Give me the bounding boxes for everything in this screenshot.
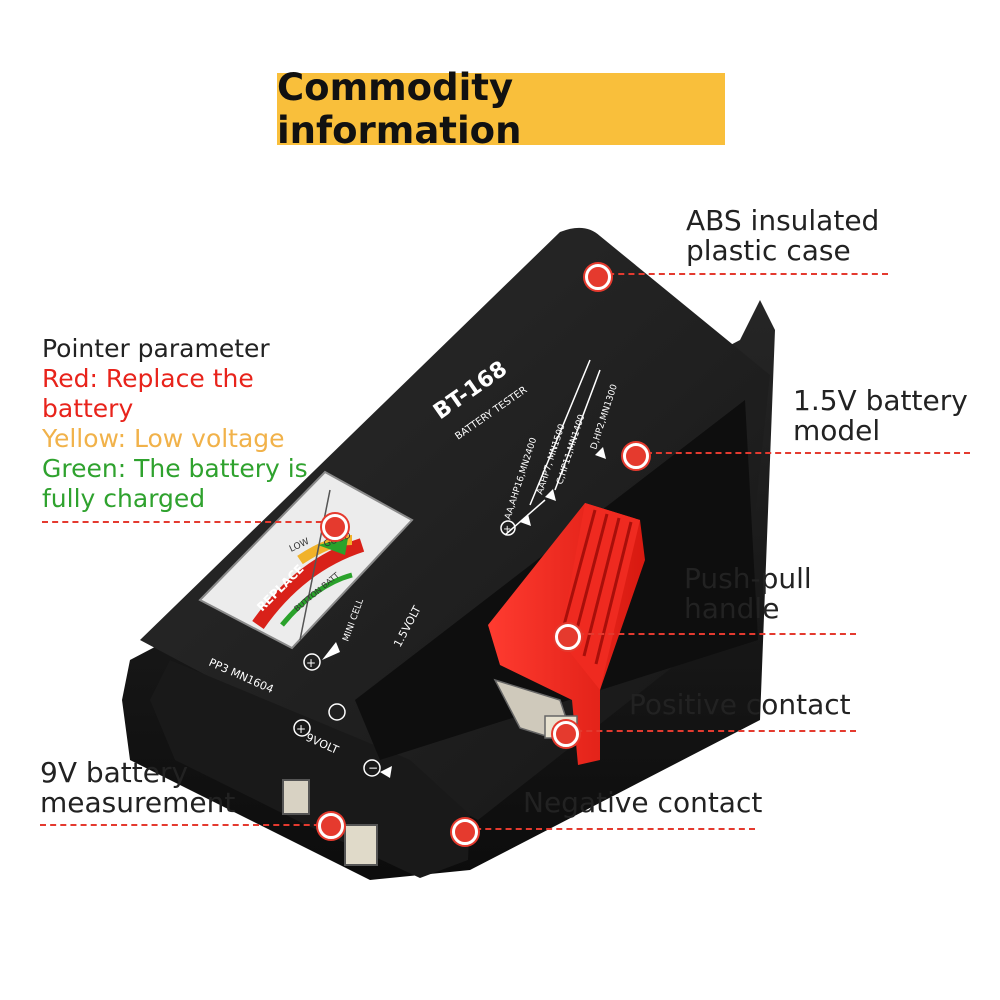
negative-pointer-dot <box>452 819 478 845</box>
handle-leader-line <box>568 633 856 635</box>
negative-callout: Negative contact <box>523 786 763 819</box>
legend-pointer-dot <box>322 514 348 540</box>
case-callout-line1: ABS insulated <box>686 204 880 237</box>
model-callout: 1.5V battery model <box>793 386 968 446</box>
legend-green-line2: fully charged <box>42 484 206 513</box>
title-banner: Commodity information <box>277 66 725 152</box>
handle-pointer-dot <box>555 624 581 650</box>
model-leader-line <box>636 452 970 454</box>
model-pointer-dot <box>623 443 649 469</box>
positive-pointer-dot <box>553 721 579 747</box>
legend-red-line2: battery <box>42 394 134 423</box>
svg-text:−: − <box>368 761 378 775</box>
nine-volt-contact-2 <box>344 824 378 866</box>
handle-callout-line2: handle <box>684 592 780 625</box>
svg-text:+: + <box>503 524 511 535</box>
handle-callout-line1: Push-pull <box>684 562 812 595</box>
page-title: Commodity information <box>277 66 522 152</box>
case-callout: ABS insulated plastic case <box>686 206 879 266</box>
nine-volt-pointer-dot <box>318 813 344 839</box>
positive-leader-line <box>566 730 856 732</box>
negative-leader-line <box>465 828 755 830</box>
nine-volt-leader-line <box>40 824 330 826</box>
case-leader-line <box>598 273 888 275</box>
pointer-legend: Pointer parameter Red: Replace the batte… <box>42 334 308 514</box>
legend-yellow: Yellow: Low voltage <box>42 424 285 453</box>
legend-leader-line <box>42 521 332 523</box>
svg-text:+: + <box>296 722 306 736</box>
model-callout-line1: 1.5V battery <box>793 384 968 417</box>
legend-heading: Pointer parameter <box>42 334 270 363</box>
nine-volt-callout-line2: measurement <box>40 786 236 819</box>
nine-volt-block <box>150 660 470 878</box>
nine-volt-callout: 9V battery measurement <box>40 758 235 818</box>
handle-callout: Push-pull handle <box>684 564 812 624</box>
case-pointer-dot <box>585 264 611 290</box>
svg-text:+: + <box>306 656 316 670</box>
legend-red-line1: Red: Replace the <box>42 364 254 393</box>
case-callout-line2: plastic case <box>686 234 851 267</box>
nine-volt-contact-1 <box>282 779 310 815</box>
model-callout-line2: model <box>793 414 881 447</box>
legend-green-line1: Green: The battery is <box>42 454 308 483</box>
positive-callout: Positive contact <box>629 688 851 721</box>
nine-volt-callout-line1: 9V battery <box>40 756 189 789</box>
